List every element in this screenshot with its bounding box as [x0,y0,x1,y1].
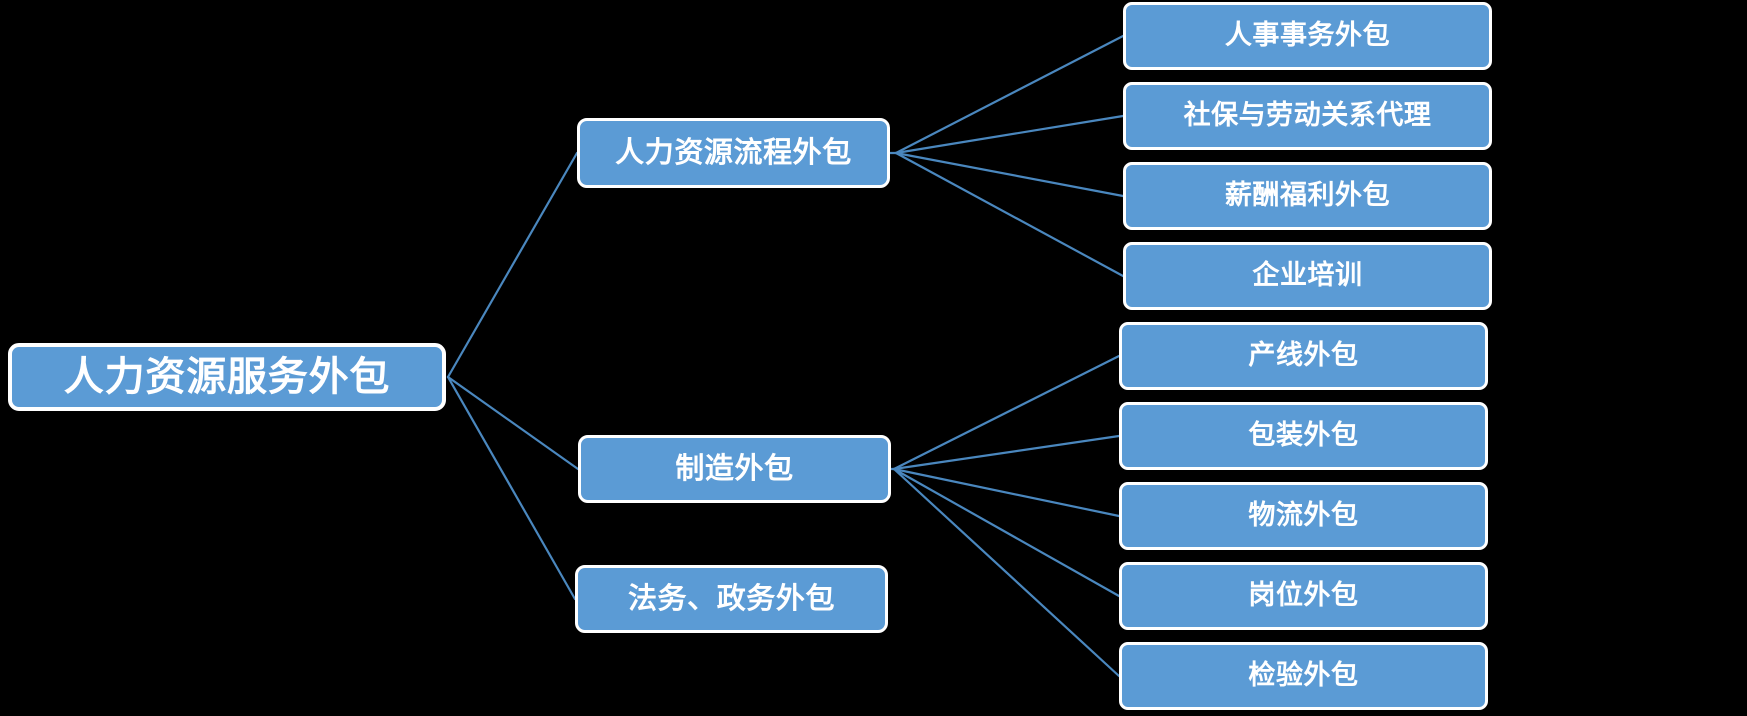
node-leaf-manufacturing-1[interactable]: 包装外包 [1119,402,1488,470]
node-leaf-hr-process-1-label: 社保与劳动关系代理 [1183,100,1432,132]
node-leaf-hr-process-0-label: 人事事务外包 [1224,20,1391,52]
edge-branch-1-to-leaf-1 [892,434,1121,471]
edge-branch-1-to-leaf-4 [892,467,1121,678]
edge-branch-0-to-leaf-3 [894,151,1125,278]
edge-branch-0-to-leaf-1 [894,114,1125,155]
node-branch-hr-process-label: 人力资源流程外包 [615,135,852,170]
node-leaf-manufacturing-4[interactable]: 检验外包 [1119,642,1488,710]
node-branch-manufacturing-label: 制造外包 [675,451,794,486]
edge-branch-1-to-leaf-3 [892,467,1121,598]
node-branch-legal-gov-label: 法务、政务外包 [627,581,836,616]
node-root-label: 人力资源服务外包 [63,354,391,400]
node-leaf-manufacturing-2[interactable]: 物流外包 [1119,482,1488,550]
edge-root-to-branch-0 [446,151,579,379]
node-branch-legal-gov[interactable]: 法务、政务外包 [575,565,888,633]
edge-branch-1-to-leaf-2 [892,467,1121,518]
node-leaf-hr-process-0[interactable]: 人事事务外包 [1123,2,1492,70]
node-leaf-hr-process-2[interactable]: 薪酬福利外包 [1123,162,1492,230]
node-leaf-manufacturing-3[interactable]: 岗位外包 [1119,562,1488,630]
node-leaf-hr-process-1[interactable]: 社保与劳动关系代理 [1123,82,1492,150]
edge-root-to-branch-2 [446,375,577,601]
node-leaf-manufacturing-0-label: 产线外包 [1248,340,1359,372]
node-leaf-manufacturing-3-label: 岗位外包 [1248,580,1359,612]
node-leaf-hr-process-3[interactable]: 企业培训 [1123,242,1492,310]
node-leaf-manufacturing-1-label: 包装外包 [1248,420,1359,452]
node-branch-hr-process[interactable]: 人力资源流程外包 [577,118,890,188]
edge-branch-0-to-leaf-0 [894,34,1125,155]
edge-branch-1-to-leaf-0 [892,354,1121,471]
edge-branch-0-to-leaf-2 [894,151,1125,198]
node-root[interactable]: 人力资源服务外包 [8,343,446,411]
node-leaf-manufacturing-4-label: 检验外包 [1248,660,1359,692]
node-branch-manufacturing[interactable]: 制造外包 [578,435,891,503]
edge-root-to-branch-1 [446,375,580,471]
node-leaf-hr-process-2-label: 薪酬福利外包 [1224,180,1391,212]
node-leaf-manufacturing-0[interactable]: 产线外包 [1119,322,1488,390]
node-leaf-hr-process-3-label: 企业培训 [1252,260,1363,292]
node-leaf-manufacturing-2-label: 物流外包 [1248,500,1359,532]
